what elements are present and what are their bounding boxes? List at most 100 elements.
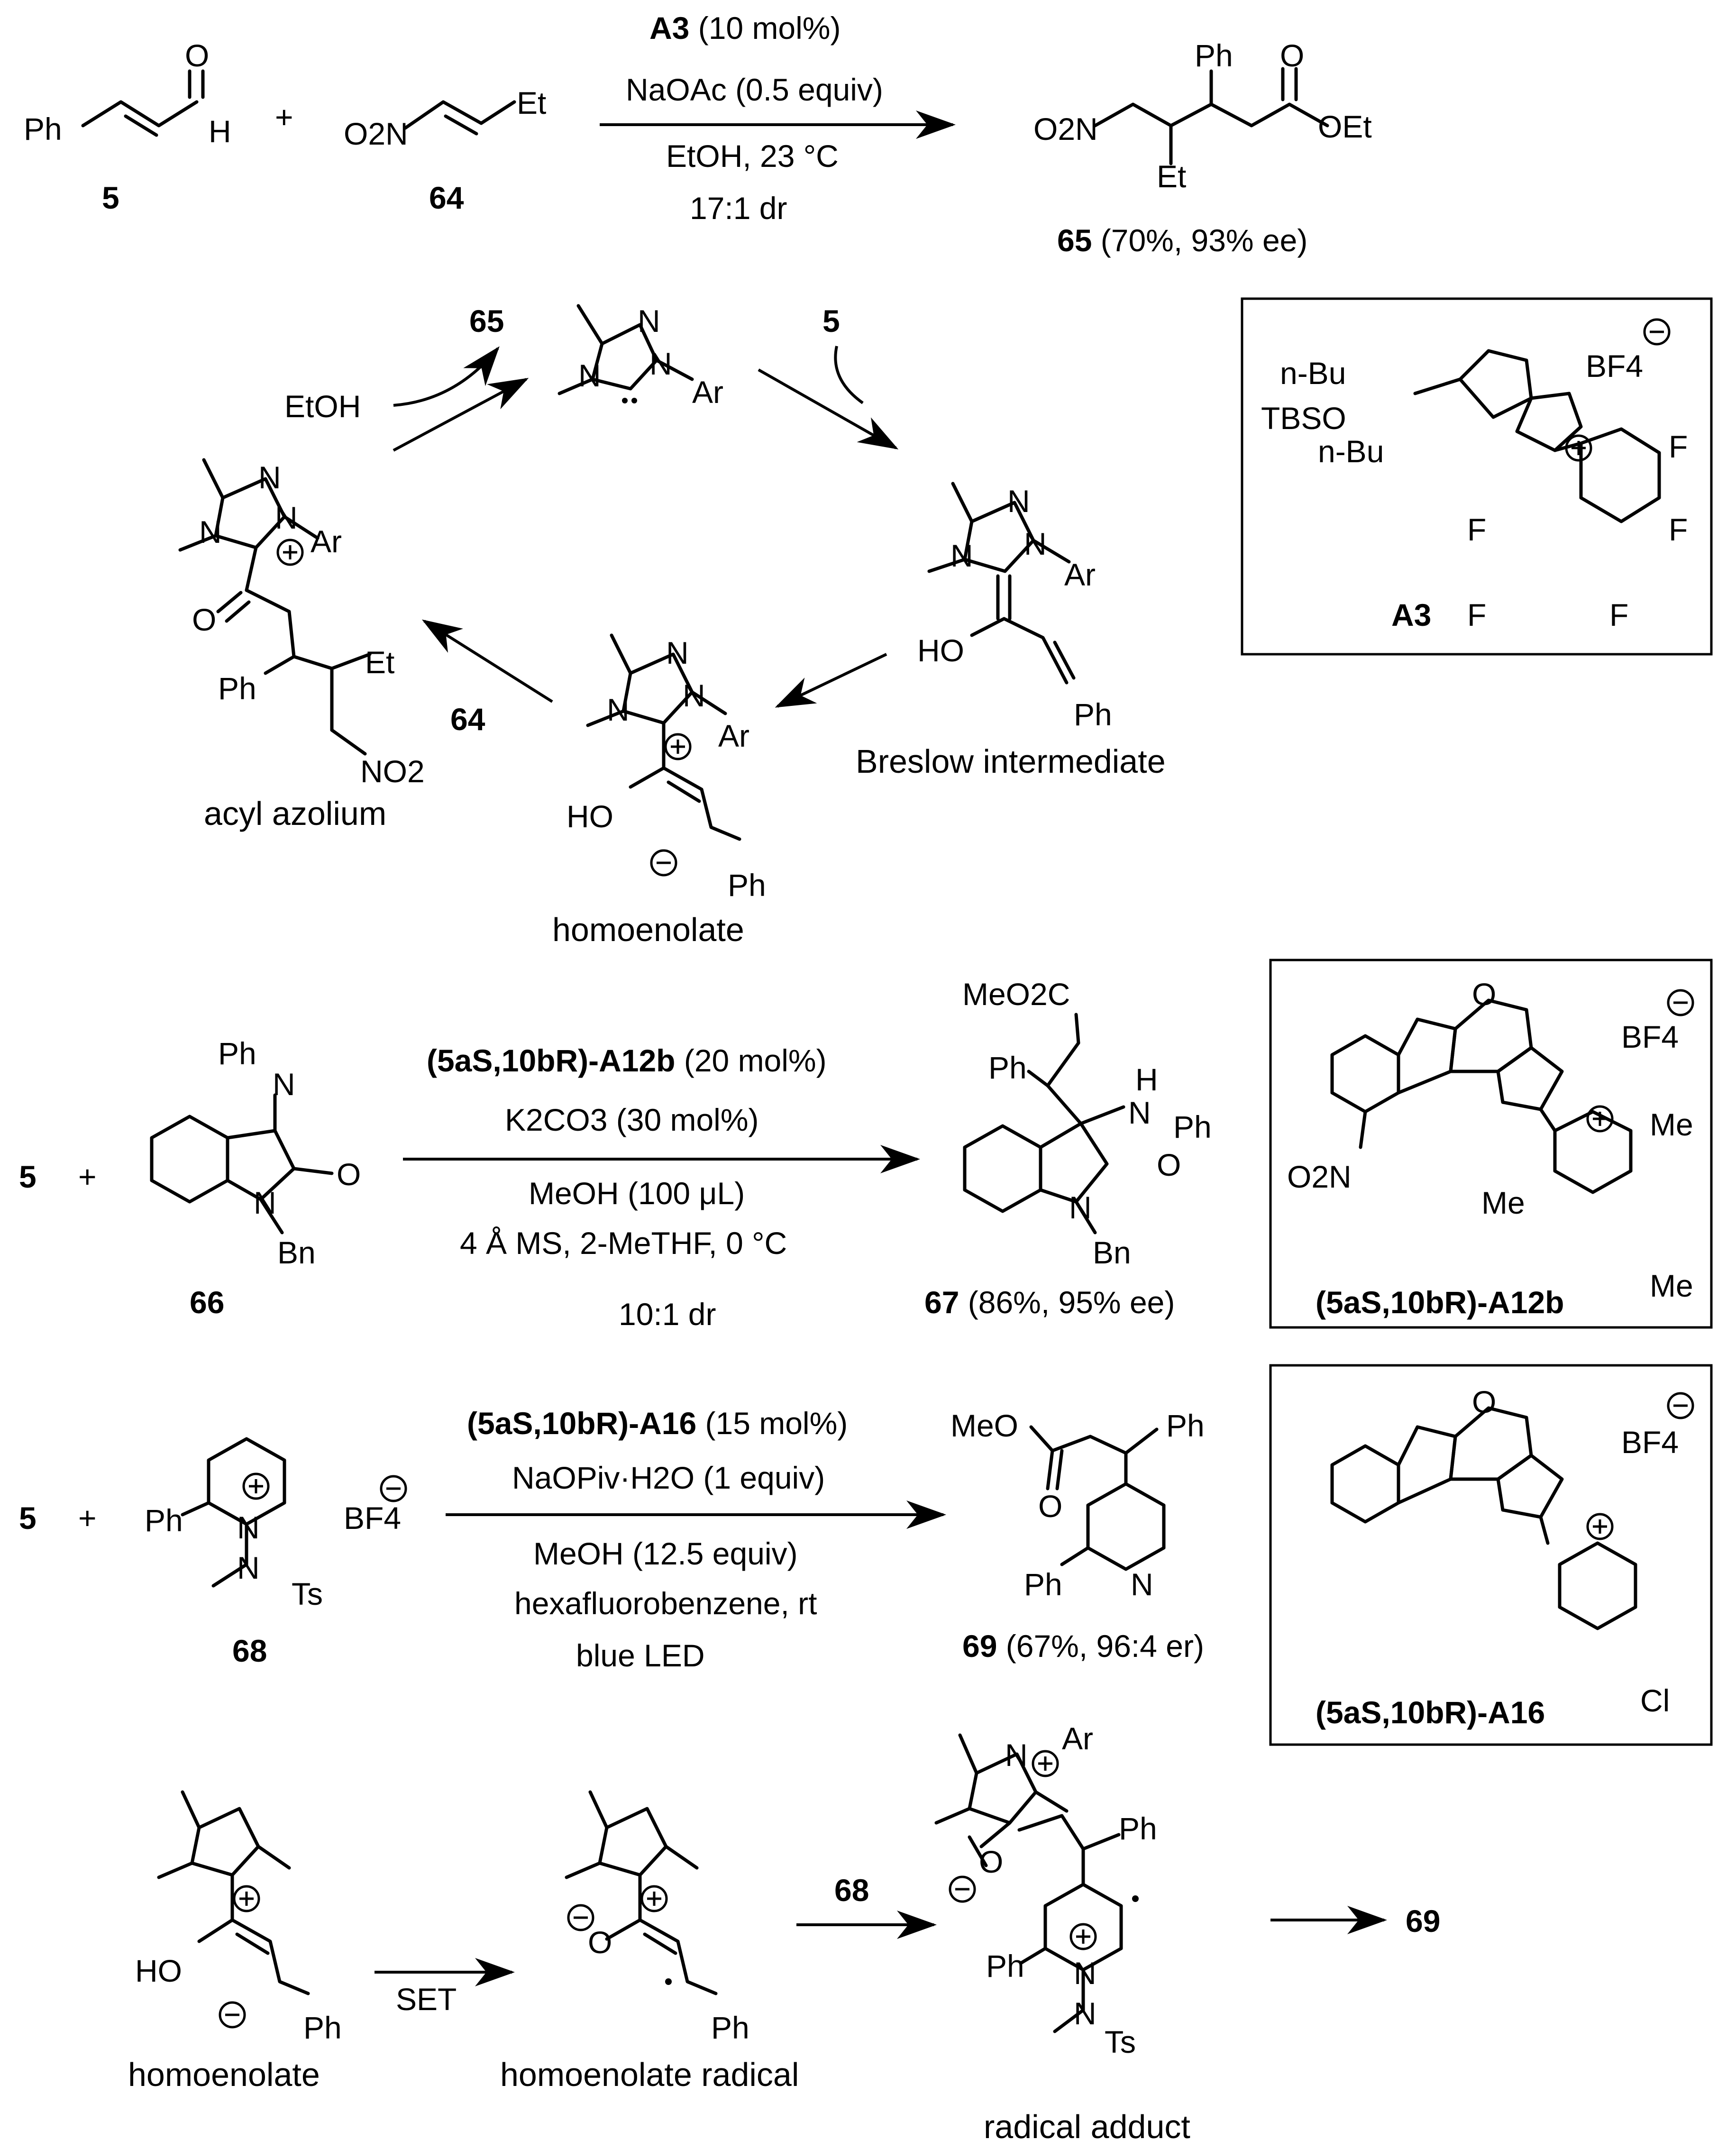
free-carbene-structure: N N N Ar <box>557 303 723 410</box>
oxygen-label: O <box>588 1925 612 1960</box>
cycle-arrow <box>775 653 887 708</box>
me-label: Me <box>1650 1268 1693 1303</box>
ar-label: Ar <box>311 524 342 559</box>
plus-sign: + <box>78 1159 97 1194</box>
solvent-label: hexafluorobenzene, rt <box>514 1586 817 1621</box>
ar-label: Ar <box>1064 557 1096 592</box>
base-label: NaOPiv·H2O (1 equiv) <box>512 1460 825 1495</box>
compound-label-68: 68 <box>232 1633 267 1668</box>
ph-label: Ph <box>711 2010 749 2045</box>
additive-label: MeOH (100 μL) <box>529 1176 745 1211</box>
cycle-arrow <box>421 619 553 703</box>
meo-label: MeO <box>950 1408 1018 1443</box>
scheme3: 5 + Ph N N BF4 Ts 68 (5aS,10bR)-A16 (15 … <box>19 1406 1205 1673</box>
nitrogen-label: N <box>578 358 601 393</box>
nitrogen-label: N <box>666 635 689 670</box>
catalyst-a16-label: (5aS,10bR)-A16 <box>1316 1695 1545 1730</box>
nitrogen-label: N <box>1024 526 1047 561</box>
me-label: Me <box>1481 1185 1525 1220</box>
ph-label: Ph <box>1119 1811 1157 1846</box>
oxygen-label: O <box>1472 977 1496 1012</box>
compound-label-64: 64 <box>429 180 464 215</box>
ph-label: Ph <box>1173 1109 1212 1144</box>
nitrogen-label: N <box>683 678 705 713</box>
isatin-imine-structure: Ph N O N Bn 66 <box>150 1036 361 1320</box>
et-label: Et <box>1157 159 1186 194</box>
nitrogen-label: N <box>638 303 660 338</box>
nitrogen-label: N <box>1007 484 1030 519</box>
base-label: K2CO3 (30 mol%) <box>505 1102 759 1137</box>
cycle-arrow <box>393 378 529 452</box>
product-65-structure: O2N Ph O OEt Et 65 (70%, 93% ee) <box>1033 38 1372 258</box>
ts-label: Ts <box>292 1576 323 1611</box>
plus-sign: + <box>275 100 293 135</box>
cl-label: Cl <box>1640 1683 1670 1718</box>
nitrogen-label: N <box>1069 1190 1092 1225</box>
nitrogen-label: N <box>254 1185 276 1220</box>
light-label: blue LED <box>576 1638 705 1673</box>
product-65-label: 65 (70%, 93% ee) <box>1057 223 1307 258</box>
additive-label: MeOH (12.5 equiv) <box>533 1536 798 1571</box>
breslow-intermediate-structure: N N N Ar HO Ph Breslow intermediate <box>856 482 1166 780</box>
start-label-5: 5 <box>19 1500 37 1536</box>
catalyst-a12b-box: O O2N BF4 Me Me Me (5aS,10bR)-A12b <box>1269 959 1713 1329</box>
homoenolate-radical-structure: O Ph homoenolate radical <box>500 1790 799 2093</box>
box-frame <box>1269 1364 1713 1746</box>
breslow-caption: Breslow intermediate <box>856 743 1166 780</box>
ar-label: Ar <box>718 718 749 753</box>
scheme2: 5 + Ph N O N Bn 66 (5aS,10bR)-A12b (20 m… <box>19 977 1212 1332</box>
box-frame <box>1241 297 1713 656</box>
oxygen-label: O <box>192 602 216 637</box>
f-label: F <box>1467 597 1486 632</box>
radical-mechanism: HO Ph homoenolate SET O Ph homoenolate r… <box>128 1721 1440 2145</box>
oxygen-label: O <box>185 38 209 73</box>
dr-label: 10:1 dr <box>619 1297 716 1332</box>
radical-adduct-structure: N O Ar Ph Ph N N Ts radical adduct <box>934 1721 1190 2145</box>
bn-label: Bn <box>277 1235 316 1270</box>
catalyst-label: A3 (10 mol%) <box>649 10 841 46</box>
catalyst-label: (5aS,10bR)-A12b (20 mol%) <box>427 1043 827 1078</box>
acyl-azolium-caption: acyl azolium <box>204 795 386 832</box>
o2n-label: O2N <box>344 116 408 151</box>
ph-label: Ph <box>1195 38 1233 73</box>
ph-label: Ph <box>145 1503 183 1538</box>
product-69-structure: MeO Ph O Ph N 69 (67%, 96:4 er) <box>950 1408 1205 1664</box>
release-arrow <box>393 346 500 407</box>
ho-label: HO <box>135 1953 182 1988</box>
pyridinium-structure: Ph N N BF4 Ts 68 <box>145 1437 406 1668</box>
nitroalkene-structure: O2N Et 64 <box>344 85 546 215</box>
catalytic-cycle: N N N Ar 65 EtOH 5 N N N Ar HO Ph <box>178 303 1166 948</box>
ph-label: Ph <box>728 868 766 903</box>
homoenolate-structure: HO Ph homoenolate <box>128 1790 342 2093</box>
acyl-azolium-structure: N N N Ar O Ph Et NO2 acyl azolium <box>178 458 425 832</box>
nitrogen-label: N <box>237 1510 260 1545</box>
ph-label: Ph <box>24 111 62 146</box>
nitrogen-label: N <box>607 692 630 727</box>
bf4-label: BF4 <box>1621 1019 1679 1054</box>
start-label-5: 5 <box>19 1159 37 1194</box>
box-frame <box>1269 959 1713 1329</box>
f-label: F <box>1467 512 1486 547</box>
ar-label: Ar <box>692 375 723 410</box>
nbu-label: n-Bu <box>1280 356 1346 391</box>
nitrogen-label: N <box>1128 1095 1151 1130</box>
nitroalkene-in-label: 64 <box>450 702 485 737</box>
ethanol-label: EtOH <box>284 389 361 424</box>
bf4-label: BF4 <box>1586 348 1643 384</box>
solvent-label: EtOH, 23 °C <box>666 138 839 174</box>
nitrogen-label: N <box>273 1067 295 1102</box>
base-label: NaOAc (0.5 equiv) <box>626 72 883 107</box>
product-out-label: 65 <box>469 303 504 338</box>
ts-label: Ts <box>1105 2024 1136 2059</box>
cycle-arrow <box>758 368 899 449</box>
bn-label: Bn <box>1093 1235 1131 1270</box>
addition-arrow <box>834 346 864 404</box>
nitrogen-label: N <box>1131 1567 1153 1602</box>
bf4-label: BF4 <box>344 1500 401 1536</box>
scheme3-conditions: (5aS,10bR)-A16 (15 mol%) NaOPiv·H2O (1 e… <box>446 1406 946 1673</box>
cinnamaldehyde-structure: Ph O H 5 <box>24 38 231 215</box>
nitrogen-label: N <box>275 500 298 535</box>
oxygen-label: O <box>1157 1147 1181 1182</box>
ho-label: HO <box>566 799 613 834</box>
